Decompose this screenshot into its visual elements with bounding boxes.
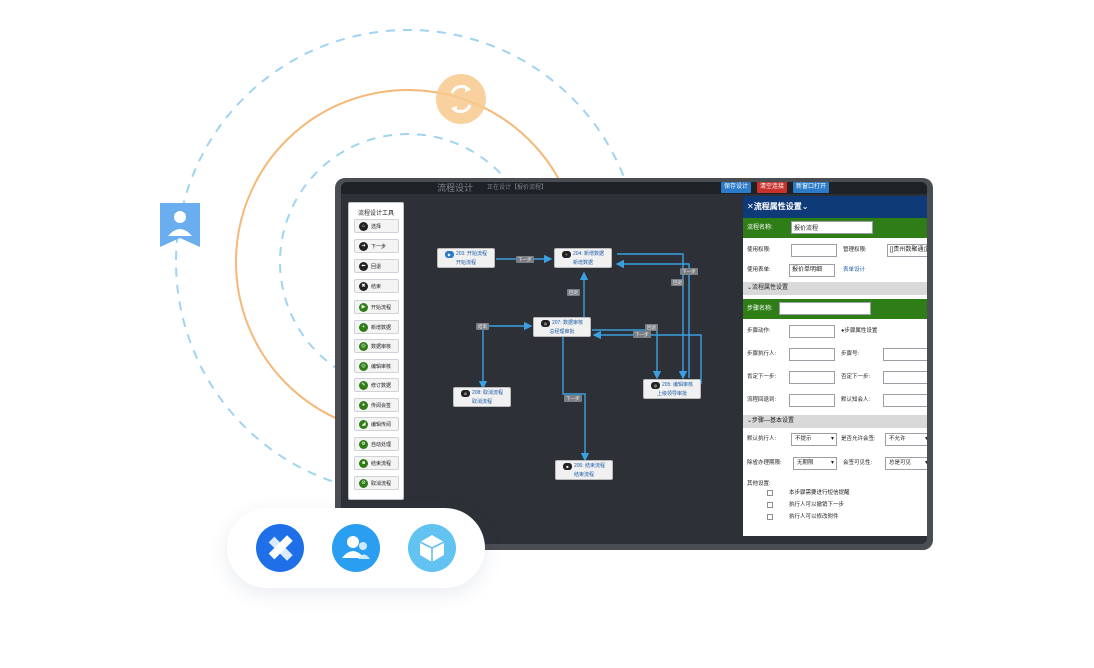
- no-next-input[interactable]: [883, 371, 927, 384]
- edge-207-206: [562, 336, 590, 462]
- user-icon: ●: [359, 400, 368, 410]
- arrow-right-icon: ➜: [359, 241, 368, 251]
- edit-attachment-checkbox[interactable]: [767, 514, 773, 520]
- form-design-link[interactable]: 表单设计: [843, 267, 866, 273]
- flow-attr-section[interactable]: ⌄流程属性设置: [743, 282, 927, 295]
- undo-next-checkbox[interactable]: [767, 502, 773, 508]
- manage-permission-input[interactable]: []贵州数聚通企业: [887, 244, 927, 257]
- plus-icon: +: [561, 251, 571, 258]
- tool-edit-audit[interactable]: ◎编辑审核: [354, 359, 399, 373]
- cancel-icon: ⊘: [460, 390, 470, 397]
- edge-label-next: 下一步: [633, 331, 651, 338]
- stop-icon: ■: [359, 458, 368, 468]
- refresh-bubble-icon: [436, 74, 486, 124]
- sign-visibility-select[interactable]: 总是可见: [885, 457, 927, 470]
- tool-auto-process[interactable]: ⚙自动处理: [354, 437, 399, 451]
- save-design-button[interactable]: 保存设计: [721, 182, 752, 193]
- step-name-row: 步骤名称:: [743, 299, 927, 319]
- edge-label-back: 回退: [567, 289, 580, 296]
- open-new-window-button[interactable]: 新窗口打开: [793, 182, 830, 193]
- edge-205-207: [592, 330, 702, 384]
- edge-label-next: 下一步: [516, 256, 534, 263]
- tool-end[interactable]: ✖结束: [354, 279, 399, 293]
- flow-node-208[interactable]: ⊘208: 取消流程 取消流程: [453, 387, 511, 407]
- tool-add-data[interactable]: +新增数据: [354, 320, 399, 334]
- design-toolbox: 流程设计工具 ⌂选择 ➜下一步 ⬅回退 ✖结束 ▶开始流程 +新增数据 ◎数据审…: [348, 202, 404, 500]
- step-name-input[interactable]: [779, 302, 871, 315]
- step-number-input[interactable]: [883, 348, 927, 361]
- pencil-icon: ✎: [359, 380, 368, 390]
- flow-node-205[interactable]: ◎205: 编辑审核 上级领导审批: [643, 379, 701, 399]
- top-bar: 流程设计 正在设计【报价流程】 保存设计 清空连接 新窗口打开: [341, 182, 927, 194]
- tool-circulate-sign[interactable]: ●传阅会签: [354, 398, 399, 412]
- megaphone-icon: ◢: [359, 419, 368, 429]
- cancel-icon: ⊘: [359, 478, 368, 488]
- workflow-designer-screen: 流程设计 正在设计【报价流程】 保存设计 清空连接 新窗口打开 流程设计工具 ⌂…: [341, 182, 927, 544]
- tool-end-flow[interactable]: ■结束流程: [354, 456, 399, 470]
- tool-cancel-flow[interactable]: ⊘取消流程: [354, 476, 399, 490]
- allow-sign-select[interactable]: 不允许: [885, 433, 927, 446]
- default-executor-select[interactable]: 不提示: [791, 433, 837, 446]
- edge-label-back: 回退: [645, 324, 658, 331]
- device-frame: 流程设计 正在设计【报价流程】 保存设计 清空连接 新窗口打开 流程设计工具 ⌂…: [335, 178, 933, 550]
- tool-data-audit[interactable]: ◎数据审核: [354, 339, 399, 353]
- edge-205-204: [615, 259, 690, 378]
- toolbox-title: 流程设计工具: [357, 211, 394, 217]
- use-permission-input[interactable]: [791, 244, 837, 257]
- tool-select[interactable]: ⌂选择: [354, 219, 399, 233]
- yes-next-input[interactable]: [789, 371, 835, 384]
- default-notify-input[interactable]: [883, 394, 927, 407]
- flow-node-204[interactable]: +204: 新增数据 新增数据: [554, 248, 612, 268]
- users-icon: [332, 524, 380, 572]
- play-icon: ▶: [444, 251, 454, 258]
- tool-revise-data[interactable]: ✎修订数据: [354, 378, 399, 392]
- deadline-select[interactable]: 无期限: [793, 457, 837, 470]
- edge-204-205: [617, 253, 688, 380]
- auto-icon: ⚙: [359, 439, 368, 449]
- tool-back[interactable]: ⬅回退: [354, 259, 399, 273]
- flow-back-input[interactable]: [789, 394, 835, 407]
- step-attr-setting[interactable]: ●步骤属性设置: [841, 328, 878, 334]
- edge-label-next: 下一步: [564, 395, 582, 402]
- play-icon: ▶: [359, 302, 368, 312]
- audit-icon: ◎: [359, 341, 368, 351]
- edge-label-end: 结束: [476, 323, 489, 330]
- step-action-input[interactable]: [789, 325, 835, 338]
- arrow-left-icon: ⬅: [359, 261, 368, 271]
- feature-icon-bar: [227, 508, 485, 588]
- stop-icon: ■: [562, 463, 572, 470]
- edge-label-next: 下一步: [680, 268, 698, 275]
- flow-name-input[interactable]: [791, 221, 873, 234]
- sms-remind-checkbox[interactable]: [767, 490, 773, 496]
- tool-edit-circulate[interactable]: ◢编辑传阅: [354, 417, 399, 431]
- cube-icon: [408, 524, 456, 572]
- flow-node-203[interactable]: ▶203: 开始流程 开始流程: [437, 248, 495, 268]
- designer-title: 流程设计: [437, 183, 474, 193]
- plus-icon: +: [359, 322, 368, 332]
- edge-label-back: 回退: [671, 279, 684, 286]
- basic-settings-section[interactable]: ⌄步骤—基本设置: [743, 415, 927, 428]
- edit-audit-icon: ◎: [650, 382, 660, 389]
- tool-next-step[interactable]: ➜下一步: [354, 239, 399, 253]
- close-icon: ✖: [359, 281, 368, 291]
- audit-icon: ◎: [540, 320, 550, 327]
- flow-node-206[interactable]: ■206: 结束流程 结束流程: [555, 460, 613, 480]
- step-executor-input[interactable]: [789, 348, 835, 361]
- flow-connectors: [478, 253, 702, 462]
- use-form-input[interactable]: 报价单明细: [789, 264, 835, 277]
- flow-node-207[interactable]: ◎207: 数据审核 总经理审批: [533, 317, 591, 337]
- designer-subtitle: 正在设计【报价流程】: [487, 185, 548, 191]
- home-icon: ⌂: [359, 221, 368, 231]
- user-badge-icon: [160, 203, 200, 247]
- flow-name-row: 流程名称:: [743, 218, 927, 238]
- tool-start-flow[interactable]: ▶开始流程: [354, 300, 399, 314]
- flow-property-panel: ✕流程属性设置⌄ 流程名称: 使用权限: 管理权限: []贵州数聚通企业 使用表…: [743, 196, 927, 536]
- clear-connections-button[interactable]: 清空连接: [757, 182, 788, 193]
- edit-audit-icon: ◎: [359, 361, 368, 371]
- ruler-pencil-icon: [256, 524, 304, 572]
- panel-header: ✕流程属性设置⌄: [743, 196, 927, 218]
